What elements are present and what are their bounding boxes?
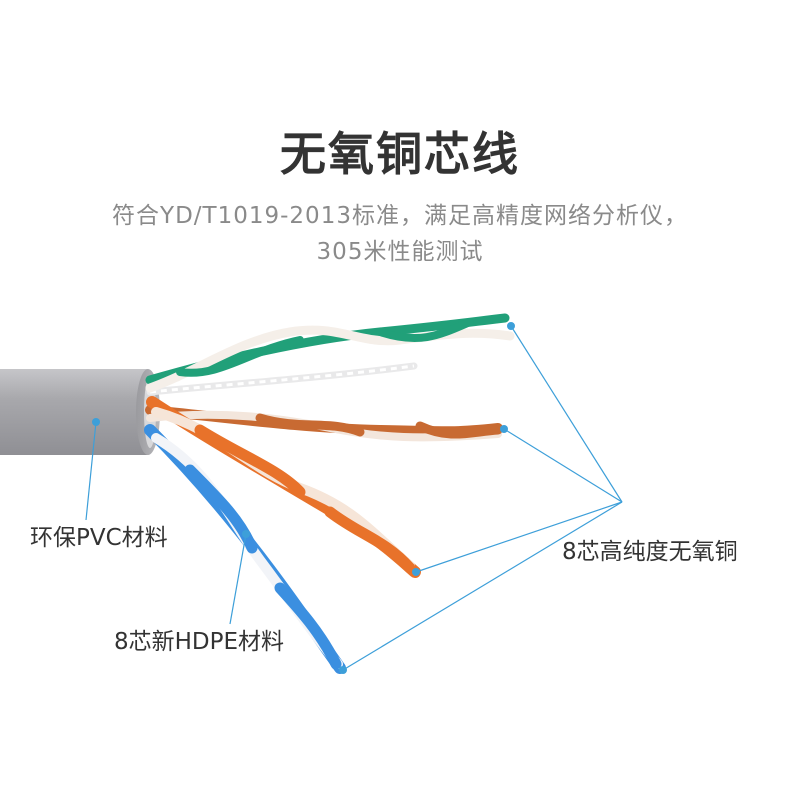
green-twisted-pair xyxy=(145,313,515,393)
callout-sheath-label: 环保PVC材料 xyxy=(30,525,168,551)
subtitle-line-1: 符合YD/T1019-2013标准，满足高精度网络分析仪， xyxy=(112,203,688,229)
blue-twisted-pair xyxy=(144,424,346,674)
callout-insulation-label: 8芯新HDPE材料 xyxy=(114,629,285,655)
subtitle-line-2: 305米性能测试 xyxy=(316,239,484,265)
brown-twisted-pair xyxy=(145,405,503,442)
page-title: 无氧铜芯线 xyxy=(280,127,520,181)
cable-jacket xyxy=(0,369,160,455)
callout-lines xyxy=(85,325,623,671)
callout-dots xyxy=(92,322,515,674)
orange-twisted-pair xyxy=(146,396,421,578)
filler-string xyxy=(146,362,418,396)
callout-conductor-label: 8芯高纯度无氧铜 xyxy=(562,539,738,565)
